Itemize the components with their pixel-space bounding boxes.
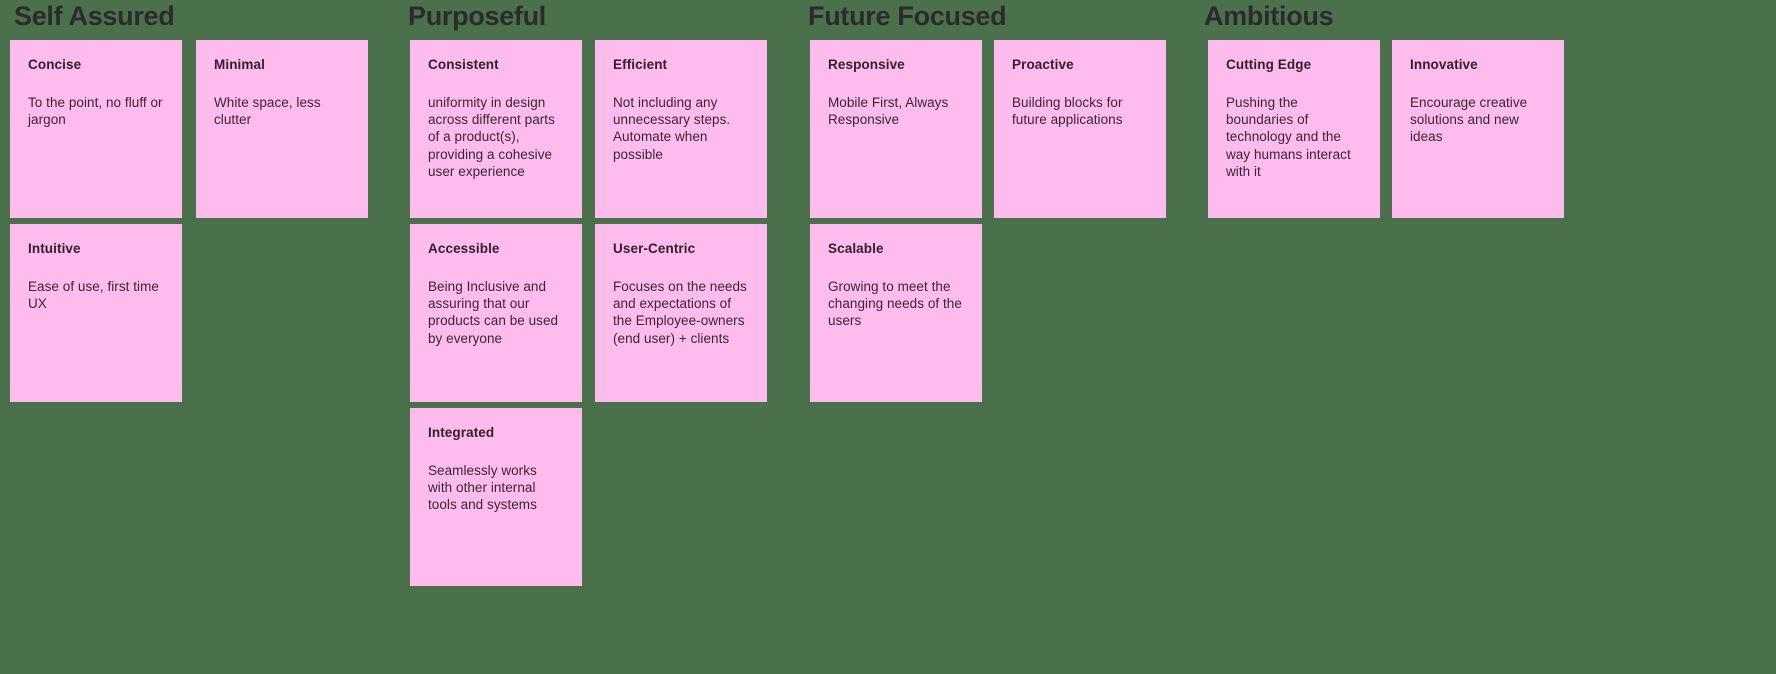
sticky-note-body: Growing to meet the changing needs of th… (828, 278, 962, 329)
sticky-note-body: Seamlessly works with other internal too… (428, 462, 537, 513)
sticky-note-title: Consistent (428, 57, 499, 72)
sticky-note-title: Efficient (613, 57, 668, 72)
sticky-note-consistent[interactable]: Consistent uniformity in design across di… (410, 40, 582, 218)
sticky-note-title: Integrated (428, 425, 495, 440)
sticky-note-body: Focuses on the needs and expectations of… (613, 278, 747, 346)
sticky-note-title: Minimal (214, 57, 265, 72)
sticky-note-body: Being Inclusive and assuring that our pr… (428, 278, 559, 346)
sticky-note-body: uniformity in design across different pa… (428, 94, 555, 179)
column-title-ambitious: Ambitious (1204, 1, 1334, 31)
sticky-note-title: User-Centric (613, 241, 696, 256)
sticky-note-title: Cutting Edge (1226, 57, 1312, 72)
sticky-note-body: Building blocks for future applications (1012, 94, 1123, 128)
sticky-note-title: Accessible (428, 241, 500, 256)
sticky-note-body: Pushing the boundaries of technology and… (1226, 94, 1351, 179)
sticky-note-title: Innovative (1410, 57, 1478, 72)
sticky-note-body: Mobile First, Always Responsive (828, 94, 949, 128)
sticky-note-body: Not including any unnecessary steps. Aut… (613, 94, 731, 162)
sticky-note-title: Intuitive (28, 241, 81, 256)
sticky-note-title: Scalable (828, 241, 884, 256)
sticky-note-body: Encourage creative solutions and new ide… (1410, 94, 1528, 145)
sticky-note-body: To the point, no fluff or jargon (28, 94, 163, 128)
sticky-note-title: Proactive (1012, 57, 1074, 72)
sticky-note-body: Ease of use, first time UX (28, 278, 159, 312)
sticky-note-body: White space, less clutter (214, 94, 321, 128)
sticky-note-title: Responsive (828, 57, 905, 72)
column-title-future-focused: Future Focused (808, 1, 1007, 31)
column-title-self-assured: Self Assured (14, 1, 175, 31)
sticky-note-concise[interactable]: Concise To the point, no fluff or jargon (10, 40, 182, 218)
sticky-note-title: Concise (28, 57, 82, 72)
column-title-purposeful: Purposeful (408, 1, 547, 31)
